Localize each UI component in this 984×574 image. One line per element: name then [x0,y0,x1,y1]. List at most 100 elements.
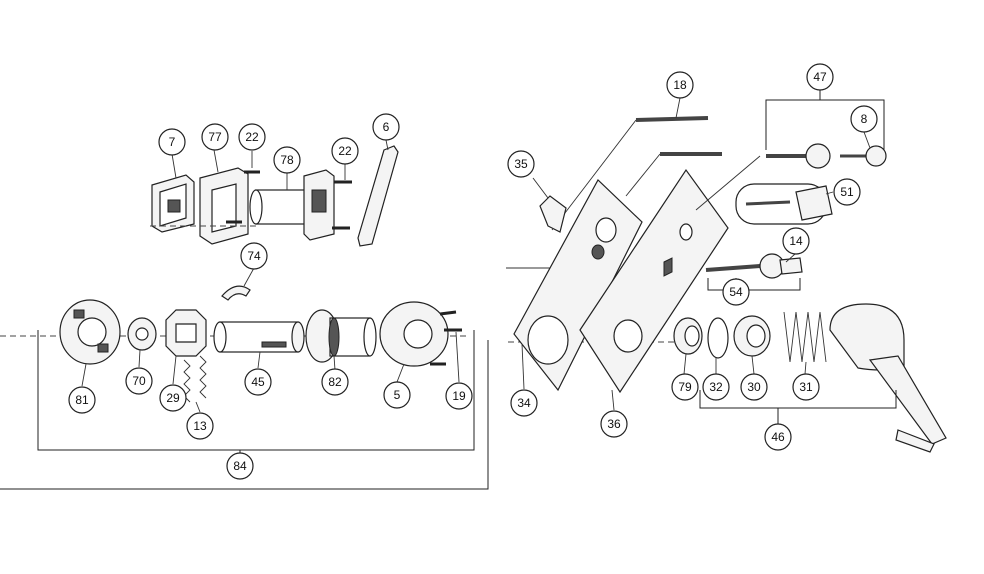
callout-label: 22 [245,130,259,144]
callout-circle [782,227,810,255]
callout: 46 [764,423,792,451]
callout: 45 [244,368,272,396]
callout-label: 19 [452,389,466,403]
callout: 29 [159,384,187,412]
callout: 22 [238,123,266,151]
housing-81-part [59,299,121,365]
callout-circle [331,137,359,165]
callout-leaders [81,97,871,413]
callout-circle [764,423,792,451]
callout-circle [702,373,730,401]
callout-label: 18 [673,78,687,92]
callout-label: 14 [789,234,803,248]
callout: 35 [507,150,535,178]
callout: 32 [702,373,730,401]
callout-circle [722,278,750,306]
callout-label: 5 [394,388,401,402]
callout: 18 [666,71,694,99]
callout-label: 78 [280,153,294,167]
callout-circle [273,146,301,174]
callout-label: 51 [840,185,854,199]
bracket-47 [765,99,885,150]
callout-circle [238,123,266,151]
callout-circle [666,71,694,99]
callout-circle [383,381,411,409]
callout-label: 29 [166,391,180,405]
spacer-79-part [673,317,703,355]
strike-plate-part [199,167,249,245]
ring-32-part [707,317,729,359]
callout-label: 84 [233,459,247,473]
callout-circle [125,367,153,395]
callout-circle [244,368,272,396]
callout-label: 70 [132,374,146,388]
bolt-18-part [551,116,722,231]
screw-part [226,170,352,230]
faceplate-part [151,174,195,233]
housing-5-part [379,301,449,367]
bracket-46 [699,390,897,409]
latch-assembly [150,145,399,247]
callout: 81 [68,386,96,414]
callout: 84 [226,452,254,480]
callout-label: 47 [813,70,827,84]
hub-30-part [733,315,771,357]
callout-circle [159,384,187,412]
callout: 22 [331,137,359,165]
bracket-84 [37,330,475,451]
callout: 19 [445,382,473,410]
cylinder-51-part [735,183,833,225]
callout-label: 77 [208,130,222,144]
callout: 30 [740,373,768,401]
key-8-part [840,145,887,167]
callout: 77 [201,123,229,151]
outer-frame [0,340,489,490]
spring-31-part [783,311,827,363]
callout-circle [186,412,214,440]
bracket-54 [707,278,801,291]
callout-circle [671,373,699,401]
callout-circle [68,386,96,414]
chassis-assembly [0,299,470,403]
callout-circle [850,105,878,133]
clip-part [221,285,251,301]
bracket-35-part [539,195,567,233]
callout: 5 [383,381,411,409]
callout: 79 [671,373,699,401]
callout-circle [445,382,473,410]
callout: 54 [722,278,750,306]
latch-body-part [249,169,335,241]
callout-circle [510,389,538,417]
callout: 8 [850,105,878,133]
callout: 7 [158,128,186,156]
callout-circle [372,113,400,141]
callout: 36 [600,410,628,438]
callout-circle [792,373,820,401]
sleeve-45-part [213,321,305,353]
callout-circle [806,63,834,91]
retractor-29-part [165,309,207,357]
callout-circle [240,242,268,270]
callout-label: 36 [607,417,621,431]
callout-label: 35 [514,157,528,171]
callout-label: 32 [709,380,723,394]
callout-label: 34 [517,396,531,410]
callout: 34 [510,389,538,417]
callout-label: 6 [383,120,390,134]
callout: 47 [806,63,834,91]
callout-circle [321,368,349,396]
callout: 6 [372,113,400,141]
mounting-plate-34-part [513,179,643,392]
callout: 51 [833,178,861,206]
callout-circle [740,373,768,401]
callout-label: 30 [747,380,761,394]
callout-label: 31 [799,380,813,394]
callout-label: 8 [861,112,868,126]
callout-label: 22 [338,144,352,158]
callout: 70 [125,367,153,395]
callout-circle [833,178,861,206]
rose-82-part [305,309,377,363]
callout-label: 54 [729,285,743,299]
